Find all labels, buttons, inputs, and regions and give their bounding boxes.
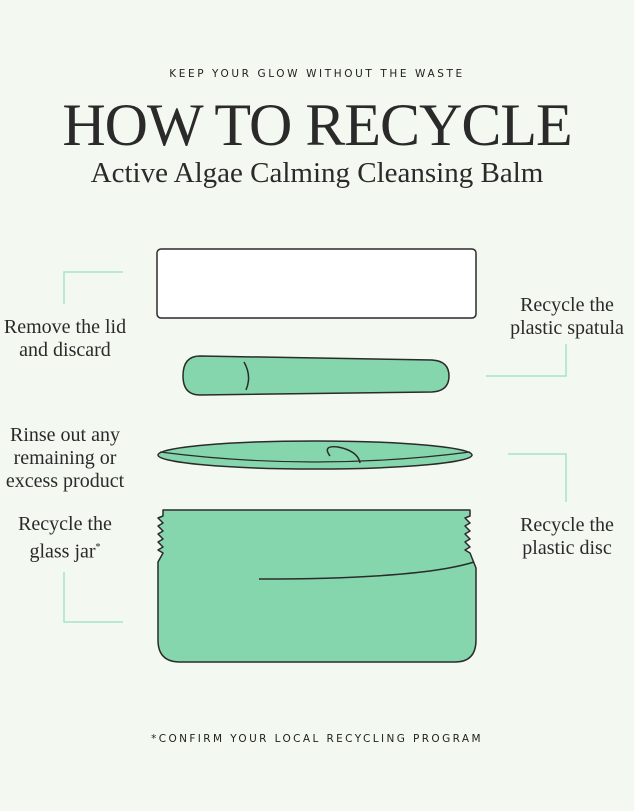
page-title: HOW TO RECYCLE xyxy=(62,92,572,158)
jar-illustration xyxy=(157,509,477,663)
connector-lid xyxy=(63,271,123,304)
product-name: Active Algae Calming Cleansing Balm xyxy=(90,157,544,189)
spatula-illustration xyxy=(182,355,450,396)
lid-illustration xyxy=(156,248,477,319)
step-recycle-jar: Recycle the glass jar* xyxy=(18,513,112,563)
tagline: KEEP YOUR GLOW WITHOUT THE WASTE xyxy=(169,68,465,80)
connector-disc xyxy=(508,453,567,502)
step-recycle-spatula: Recycle the plastic spatula xyxy=(510,294,624,339)
step-rinse: Rinse out any remaining or excess produc… xyxy=(5,424,125,492)
disc-illustration xyxy=(157,440,473,470)
connector-spatula xyxy=(486,344,567,377)
step-remove-lid: Remove the lid and discard xyxy=(3,316,127,361)
step-recycle-disc: Recycle the plastic disc xyxy=(520,514,614,559)
disclaimer-footnote: *CONFIRM YOUR LOCAL RECYCLING PROGRAM xyxy=(151,733,483,745)
connector-jar xyxy=(63,572,123,623)
